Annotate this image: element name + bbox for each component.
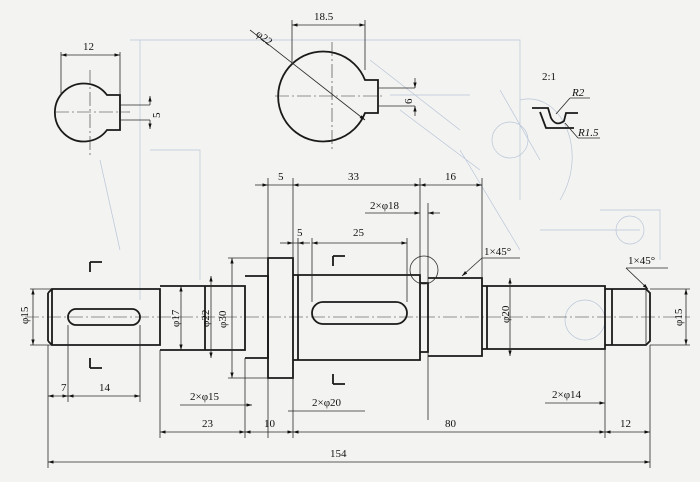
detail-scale: 2:1 xyxy=(542,71,556,83)
main-shaft xyxy=(25,255,690,385)
chamfer-right: 1×45° xyxy=(628,255,655,267)
background-ghost-lines xyxy=(99,39,661,341)
dim-33: 33 xyxy=(348,171,360,183)
dim-80: 80 xyxy=(445,418,457,430)
diameter-dimensions: φ15 φ17 φ22 φ30 φ20 φ15 xyxy=(19,257,690,379)
keyway-middle xyxy=(311,301,408,325)
dim-16: 16 xyxy=(445,171,457,183)
dim-7: 7 xyxy=(61,382,67,394)
dim-25: 25 xyxy=(353,227,365,239)
dim-2phi15: 2×φ15 xyxy=(190,391,220,403)
dim-5-mid: 5 xyxy=(297,227,303,239)
dim-154: 154 xyxy=(330,448,347,460)
chamfer-left: 1×45° xyxy=(484,246,511,258)
dim-18-5: 18.5 xyxy=(314,11,334,23)
detail-view: 2:1 R2 R1.5 xyxy=(532,71,600,139)
detail-circle xyxy=(409,255,439,285)
dim-r2: R2 xyxy=(571,87,585,99)
dim-phi17: φ17 xyxy=(170,309,182,327)
dim-phi20: φ20 xyxy=(500,305,512,323)
dim-2phi20: 2×φ20 xyxy=(312,397,342,409)
dim-phi15-right: φ15 xyxy=(673,308,685,326)
dim-phi30: φ30 xyxy=(217,310,229,328)
dim-2phi18: 2×φ18 xyxy=(370,200,400,212)
dim-5-top: 5 xyxy=(278,171,284,183)
dim-10: 10 xyxy=(264,418,276,430)
dim-5-section: 5 xyxy=(151,112,163,118)
section-left-profile xyxy=(54,82,121,143)
dim-phi22: φ22 xyxy=(200,310,212,327)
keyway-left xyxy=(67,308,141,326)
dim-6: 6 xyxy=(403,98,415,104)
dim-23: 23 xyxy=(202,418,214,430)
dim-r1-5: R1.5 xyxy=(577,127,599,139)
dim-12: 12 xyxy=(83,41,94,53)
section-view-left: 12 5 xyxy=(54,41,163,155)
dim-14: 14 xyxy=(99,382,111,394)
dim-2phi14: 2×φ14 xyxy=(552,389,582,401)
dim-phi15-left: φ15 xyxy=(19,306,31,324)
shaft-top-dimensions: 5 33 16 2×φ18 5 25 1×45° 1×45° xyxy=(255,171,668,302)
dim-12-right: 12 xyxy=(620,418,631,430)
section-view-middle: 18.5 φ22 6 xyxy=(249,11,417,152)
section-middle-profile xyxy=(277,50,379,143)
shaft-bottom-dimensions: 7 14 2×φ15 2×φ20 2×φ14 23 10 80 12 154 xyxy=(47,325,651,468)
dim-phi22-section: φ22 xyxy=(253,28,274,48)
